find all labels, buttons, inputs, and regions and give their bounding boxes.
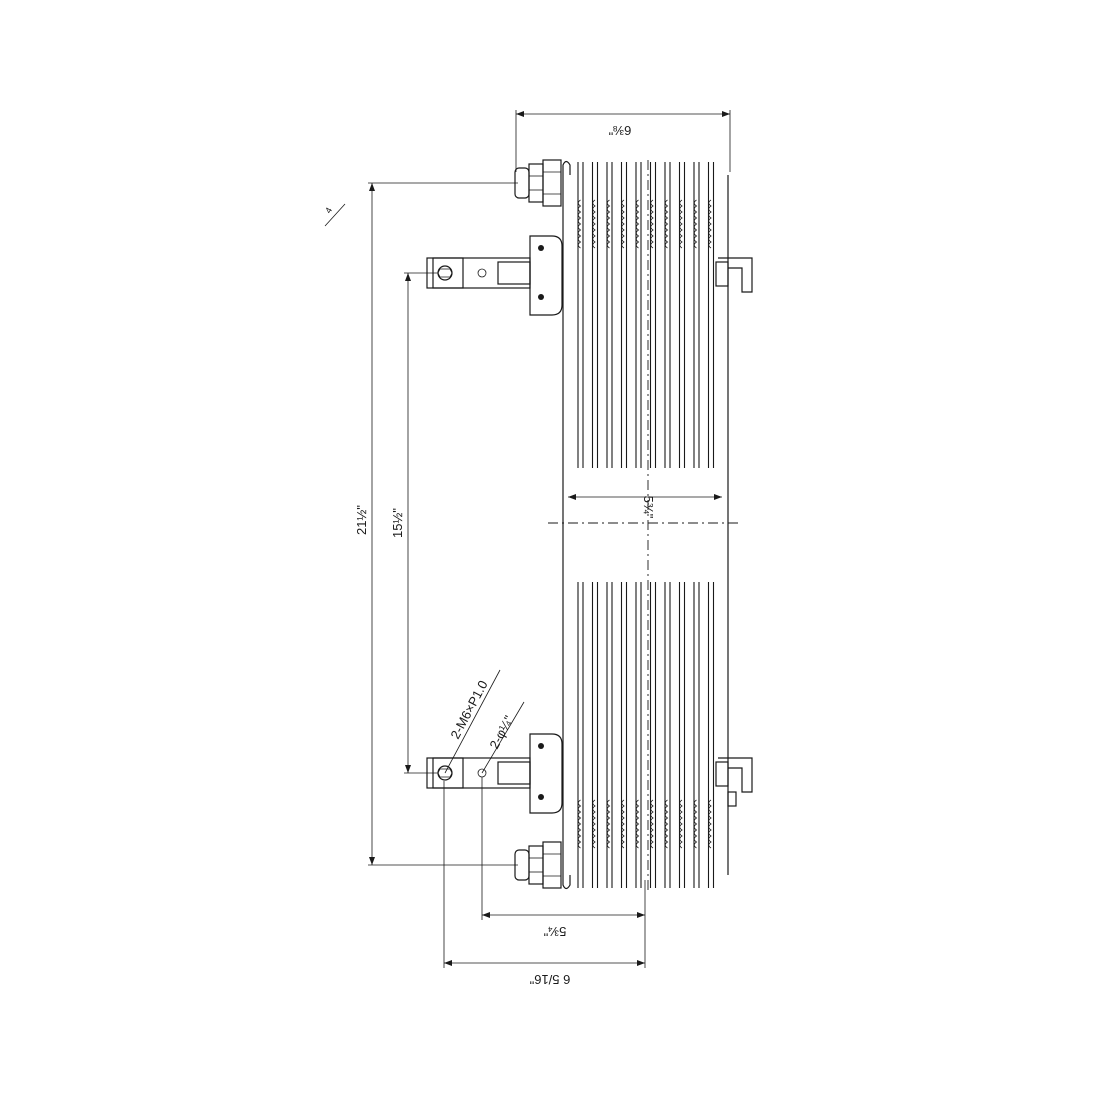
fin-wave [577, 199, 582, 249]
fin-wave [606, 199, 611, 249]
fin-wave [693, 199, 698, 249]
fin-wave [664, 199, 669, 249]
dim-bottom-outer: 6 5/16" [443, 781, 646, 987]
dim-top-width-label: 6⅜" [608, 123, 631, 138]
dim-top-width: 6⅜" [515, 110, 731, 172]
fin-group-bottom [577, 582, 715, 888]
fin-wave [621, 199, 625, 249]
fin-wave [592, 799, 596, 849]
fin-wave [708, 199, 712, 249]
fin-wave [577, 799, 582, 849]
dim-bottom-inner: 5¾" [481, 777, 646, 939]
fitting-bottom [514, 841, 562, 889]
fin-wave [592, 199, 596, 249]
dim-mount-spacing-label: 15½" [390, 508, 405, 538]
callout-thread-label: 2-M6×P1.0 [447, 678, 490, 742]
fin-wave [693, 799, 698, 849]
fitting-top [514, 159, 562, 207]
side-clip-bottom [715, 757, 753, 807]
fin-group-top [577, 162, 715, 468]
fin-wave [650, 799, 654, 849]
fin-wave [650, 199, 654, 249]
side-clip-top [715, 257, 753, 293]
core-body [562, 160, 729, 890]
fin-wave [635, 799, 640, 849]
dim-core-length-label: 5¾" [641, 496, 656, 519]
fin-wave [635, 199, 640, 249]
corner-mark: 4 [323, 203, 346, 227]
dim-mount-spacing: 15½" [390, 272, 438, 774]
dim-bottom-outer-label: 6 5/16" [529, 972, 570, 987]
fin-waves [577, 199, 712, 849]
fin-wave [606, 799, 611, 849]
dim-overall-height: 21½" [354, 182, 518, 866]
dim-core-length: 5¾" [568, 494, 722, 519]
fin-wave [679, 199, 683, 249]
fin-wave [664, 799, 669, 849]
fin-wave [679, 799, 683, 849]
mount-bracket-top [426, 235, 563, 316]
dim-bottom-inner-label: 5¾" [543, 924, 566, 939]
fin-wave [708, 799, 712, 849]
fin-wave [621, 799, 625, 849]
dim-overall-height-label: 21½" [354, 505, 369, 535]
callout-hole-label: 2-φ¼" [486, 713, 516, 752]
corner-mark-label: 4 [323, 206, 334, 215]
